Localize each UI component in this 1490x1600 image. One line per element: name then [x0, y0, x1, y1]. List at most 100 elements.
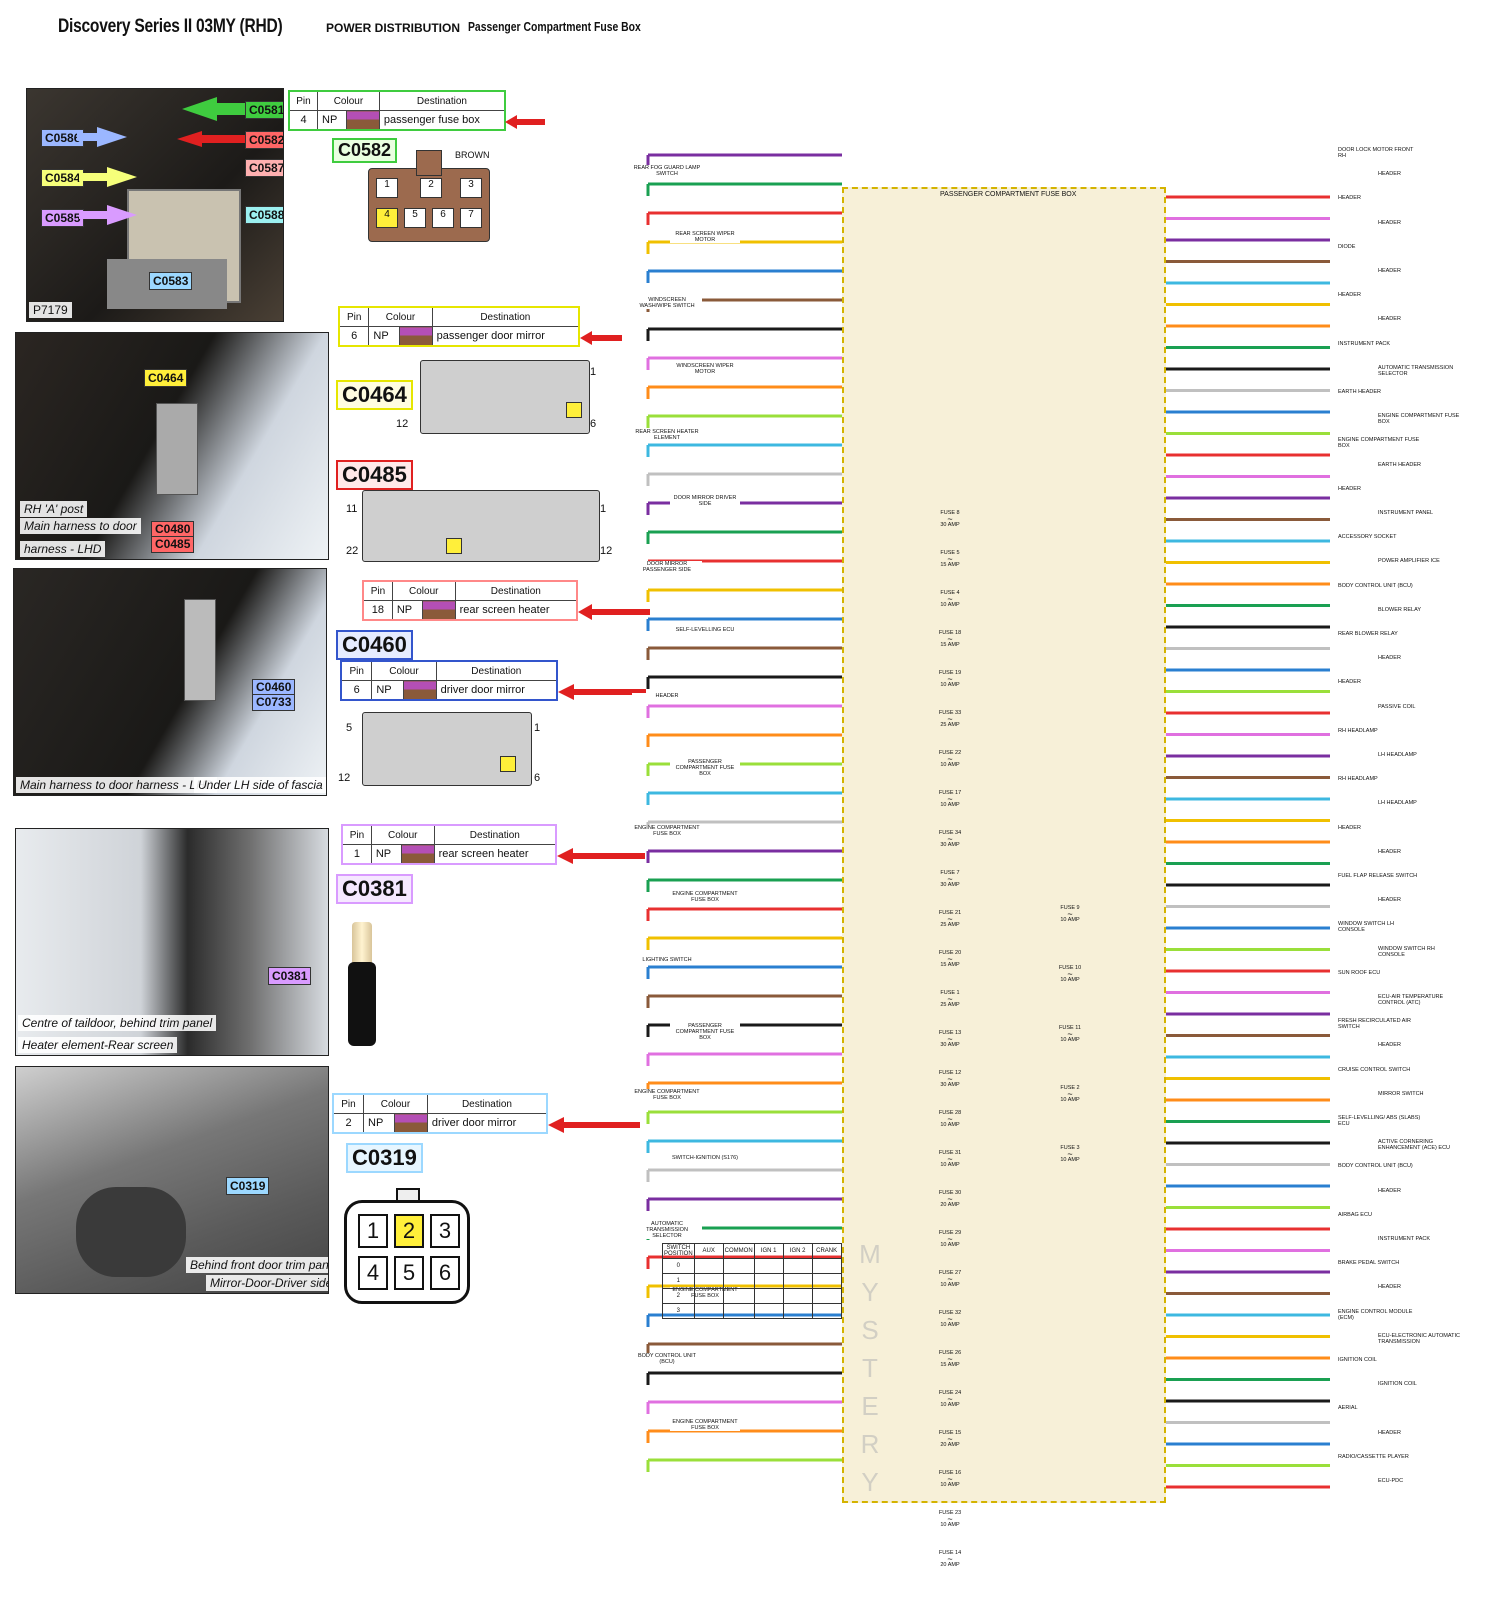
fuse-amp: 10 AMP — [940, 762, 960, 768]
tag-c0464: C0464 — [144, 369, 188, 387]
right-component-label: HEADER — [1378, 655, 1462, 662]
fuse: FUSE 24~10 AMP — [930, 1390, 970, 1408]
th-dest: Destination — [426, 1093, 548, 1114]
arrow-c0381 — [557, 848, 645, 864]
fuse-symbol-icon: ~ — [1067, 969, 1073, 979]
fuse: FUSE 26~15 AMP — [930, 1350, 970, 1368]
pin-value: 4 — [288, 110, 318, 131]
c0464-num-12: 12 — [396, 418, 409, 430]
right-component-label: HEADER — [1378, 1429, 1462, 1436]
colour-swatch — [402, 680, 437, 701]
fuse-symbol-icon: ~ — [1067, 1029, 1073, 1039]
right-component-label: SELF-LEVELLING/ ABS (SLABS) ECU — [1338, 1115, 1422, 1127]
th-pin: Pin — [338, 306, 370, 327]
th-dest: Destination — [378, 90, 506, 111]
fuse: FUSE 18~15 AMP — [930, 630, 970, 648]
colour-value: NP — [363, 1113, 395, 1134]
th-dest: Destination — [435, 660, 558, 681]
colour-swatch — [421, 600, 456, 621]
fuse: FUSE 32~10 AMP — [930, 1310, 970, 1328]
fuse: FUSE 30~20 AMP — [930, 1190, 970, 1208]
fuse-amp: 15 AMP — [940, 1362, 960, 1368]
right-component-label: HEADER — [1378, 1042, 1462, 1049]
right-component-label: IGNITION COIL — [1378, 1381, 1462, 1388]
fuse-symbol-icon: ~ — [947, 1154, 953, 1164]
fuse-symbol-icon: ~ — [947, 594, 953, 604]
photo-front-door: C0319 Behind front door trim panel Mirro… — [15, 1066, 329, 1294]
right-component-label: HEADER — [1338, 485, 1422, 492]
watermark-letter: Y — [861, 1467, 879, 1497]
right-component-label: RH HEADLAMP — [1338, 727, 1422, 734]
right-component-label: RH HEADLAMP — [1338, 776, 1422, 783]
caption-1: RH 'A' post — [20, 501, 88, 517]
fuse-label: FUSE 19 — [938, 670, 962, 676]
watermark-letter: Y — [861, 1277, 879, 1307]
watermark-letter: R — [860, 1429, 880, 1459]
th-pin: Pin — [288, 90, 318, 111]
colour-swatch — [400, 844, 435, 865]
fuse-symbol-icon: ~ — [1067, 909, 1073, 919]
right-component-label: ECU-PDC — [1378, 1478, 1462, 1484]
fuse: FUSE 4~10 AMP — [930, 590, 970, 608]
right-component-label: HEADER — [1378, 848, 1462, 855]
destination-value: rear screen heater — [454, 600, 578, 621]
fuse-symbol-icon: ~ — [947, 1194, 953, 1204]
colour-value: NP — [368, 326, 400, 347]
fuse-label: FUSE 10 — [1058, 965, 1082, 971]
tag-c0583: C0583 — [149, 272, 193, 290]
right-component-label: ACCESSORY SOCKET — [1338, 534, 1422, 541]
left-component-label: HEADER — [632, 693, 702, 699]
right-component-label: ECU-AIR TEMPERATURE CONTROL (ATC) — [1378, 994, 1462, 1006]
fuse-label: FUSE 23 — [938, 1510, 962, 1516]
destination-value: passenger door mirror — [431, 326, 580, 347]
right-component-label: INSTRUMENT PACK — [1338, 340, 1422, 347]
fuse: FUSE 27~10 AMP — [930, 1270, 970, 1288]
fuse-amp: 30 AMP — [940, 522, 960, 528]
colour-swatch — [345, 110, 380, 131]
fuse: FUSE 29~10 AMP — [930, 1230, 970, 1248]
caption-3: harness - LHD — [20, 541, 106, 557]
fuse-label: FUSE 34 — [938, 830, 962, 836]
fuse: FUSE 1~25 AMP — [930, 990, 970, 1008]
right-component-label: RADIO/CASSETTE PLAYER — [1338, 1453, 1422, 1460]
fuse: FUSE 2~10 AMP — [1050, 1085, 1090, 1103]
right-component-label: HEADER — [1378, 268, 1462, 274]
fuse: FUSE 19~10 AMP — [930, 670, 970, 688]
fuse-symbol-icon: ~ — [947, 1074, 953, 1084]
th-colour: Colour — [371, 660, 437, 681]
fuse-symbol-icon: ~ — [947, 954, 953, 964]
fuse-label: FUSE 13 — [938, 1030, 962, 1036]
c0319-pin-1: 1 — [358, 1214, 388, 1248]
fuse-symbol-icon: ~ — [947, 1434, 953, 1444]
fuse-symbol-icon: ~ — [947, 1314, 953, 1324]
fuse-label: FUSE 5 — [940, 550, 960, 556]
right-component-label: HEADER — [1378, 316, 1462, 323]
pin-value: 18 — [362, 600, 393, 621]
left-component-label: ENGINE COMPARTMENT FUSE BOX — [670, 891, 740, 903]
right-component-label: AUTOMATIC TRANSMISSION SELECTOR — [1378, 364, 1462, 377]
destination-value: rear screen heater — [433, 844, 557, 865]
fusebox-label: PASSENGER COMPARTMENT FUSE BOX — [940, 191, 1077, 198]
fuse-amp: 10 AMP — [940, 802, 960, 808]
fuse-label: FUSE 28 — [938, 1110, 962, 1116]
title-main: Discovery Series II 03MY (RHD) — [58, 16, 283, 37]
th-dest: Destination — [454, 580, 578, 601]
c0582-pin-4: 4 — [376, 208, 398, 228]
colour-swatch — [393, 1113, 428, 1134]
fuse: FUSE 31~10 AMP — [930, 1150, 970, 1168]
fuse-amp: 30 AMP — [940, 882, 960, 888]
right-component-label: HEADER — [1378, 1187, 1462, 1194]
right-component-label: LH HEADLAMP — [1378, 800, 1462, 807]
fuse-symbol-icon: ~ — [947, 1394, 953, 1404]
fuse-symbol-icon: ~ — [1067, 1089, 1073, 1099]
c0319-pin-2: 2 — [394, 1214, 424, 1248]
right-component-label: INSTRUMENT PACK — [1378, 1236, 1462, 1242]
fuse: FUSE 23~10 AMP — [930, 1510, 970, 1528]
fuse: FUSE 12~30 AMP — [930, 1070, 970, 1088]
c0485-num-1: 1 — [600, 503, 607, 515]
left-component-label: BODY CONTROL UNIT (BCU) — [632, 1353, 702, 1365]
fuse-label: FUSE 11 — [1059, 1025, 1081, 1031]
colour-swatch — [398, 326, 433, 347]
